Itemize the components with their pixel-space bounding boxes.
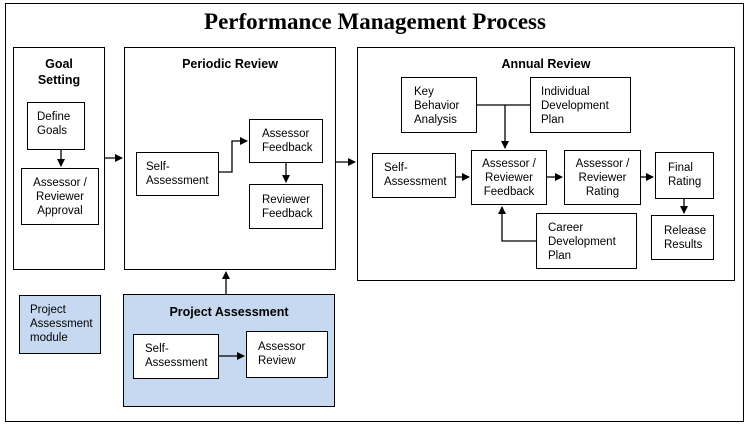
reviewer-feedback-box: Reviewer Feedback (249, 184, 323, 229)
project-self-assessment-box: Self- Assessment (133, 334, 219, 379)
approval-label: Assessor / Reviewer Approval (33, 177, 87, 217)
annual-self-assessment-box: Self- Assessment (372, 153, 456, 198)
periodic-self-assessment-label: Self- Assessment (146, 161, 209, 187)
reviewer-feedback-label: Reviewer Feedback (262, 194, 313, 220)
assessor-reviewer-rating-label: Assessor / Reviewer Rating (575, 158, 630, 198)
define-goals-label: Define Goals (37, 111, 71, 137)
goal-setting-title: Goal Setting (37, 57, 81, 87)
assessor-reviewer-feedback-box: Assessor / Reviewer Feedback (471, 150, 547, 205)
individual-plan-label: Individual Development Plan (541, 86, 609, 126)
legend-swatch: Project Assessment module (19, 295, 101, 354)
goal-setting-container: Goal Setting (13, 47, 105, 270)
approval-box: Assessor / Reviewer Approval (21, 168, 99, 225)
annual-review-title: Annual Review (501, 57, 591, 71)
key-behavior-label: Key Behavior Analysis (414, 86, 460, 126)
career-plan-label: Career Development Plan (548, 222, 616, 262)
define-goals-box: Define Goals (27, 102, 85, 150)
annual-self-assessment-label: Self- Assessment (384, 162, 447, 188)
assessor-feedback-label: Assessor Feedback (262, 128, 313, 154)
assessor-review-label: Assessor Review (258, 341, 306, 367)
assessor-reviewer-feedback-label: Assessor / Reviewer Feedback (482, 158, 536, 198)
assessor-review-box: Assessor Review (246, 331, 328, 378)
assessor-feedback-box: Assessor Feedback (249, 119, 323, 163)
career-plan-box: Career Development Plan (536, 213, 637, 269)
key-behavior-box: Key Behavior Analysis (401, 77, 477, 133)
final-rating-box: Final Rating (655, 152, 714, 199)
periodic-self-assessment-box: Self- Assessment (136, 152, 219, 196)
diagram-title: Performance Management Process (204, 9, 546, 34)
final-rating-label: Final Rating (668, 162, 702, 188)
project-assessment-title: Project Assessment (169, 305, 289, 319)
legend-label: Project Assessment module (30, 304, 93, 344)
release-results-label: Release Results (664, 225, 707, 251)
assessor-reviewer-rating-box: Assessor / Reviewer Rating (564, 150, 641, 205)
release-results-box: Release Results (651, 215, 714, 260)
periodic-review-title: Periodic Review (182, 57, 278, 71)
diagram-frame (5, 3, 744, 422)
project-self-assessment-label: Self- Assessment (145, 343, 208, 369)
individual-plan-box: Individual Development Plan (530, 77, 631, 133)
